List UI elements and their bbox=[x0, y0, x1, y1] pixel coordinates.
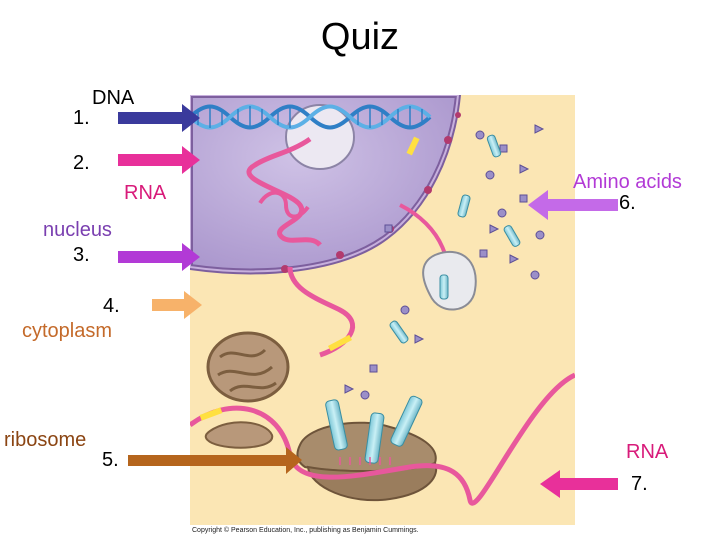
trna-synthetase bbox=[422, 250, 477, 311]
arrow-amino-acids bbox=[528, 190, 618, 220]
vesicle bbox=[204, 421, 274, 449]
page-title: Quiz bbox=[320, 16, 400, 58]
protein-synthesis-illustration bbox=[190, 95, 575, 525]
figure-copyright: Copyright © Pearson Education, Inc., pub… bbox=[192, 527, 419, 534]
label-dna-term: DNA bbox=[92, 87, 135, 109]
arrow-nucleus bbox=[118, 243, 200, 271]
mrna-on-ribosome bbox=[190, 372, 575, 506]
label-4-number: 4. bbox=[103, 295, 120, 317]
mitochondrion bbox=[206, 331, 290, 403]
arrow-ribosome bbox=[128, 447, 302, 474]
label-cytoplasm-term: cytoplasm bbox=[22, 320, 113, 342]
label-1-number: 1. bbox=[73, 107, 90, 129]
label-ribosome-term: ribosome bbox=[4, 429, 87, 451]
label-rna-term: RNA bbox=[124, 182, 167, 204]
amino-acids bbox=[344, 124, 545, 400]
label-rna-7-term: RNA bbox=[626, 441, 669, 463]
dna-helix bbox=[190, 104, 432, 130]
free-trnas bbox=[389, 134, 521, 344]
arrow-rna bbox=[118, 146, 200, 174]
label-5-number: 5. bbox=[102, 449, 119, 471]
arrow-dna bbox=[118, 104, 200, 132]
mrna-in-nucleus bbox=[246, 136, 322, 247]
arrow-cytoplasm bbox=[152, 291, 202, 319]
label-2-number: 2. bbox=[73, 152, 90, 174]
label-3-number: 3. bbox=[73, 244, 90, 266]
label-amino-acids-term: Amino acids bbox=[573, 171, 682, 193]
trnas-on-ribosome bbox=[325, 395, 423, 464]
label-7-number: 7. bbox=[631, 473, 648, 495]
arrow-rna-7 bbox=[540, 470, 618, 498]
label-nucleus-term: nucleus bbox=[43, 219, 112, 241]
label-6-number: 6. bbox=[619, 192, 636, 214]
